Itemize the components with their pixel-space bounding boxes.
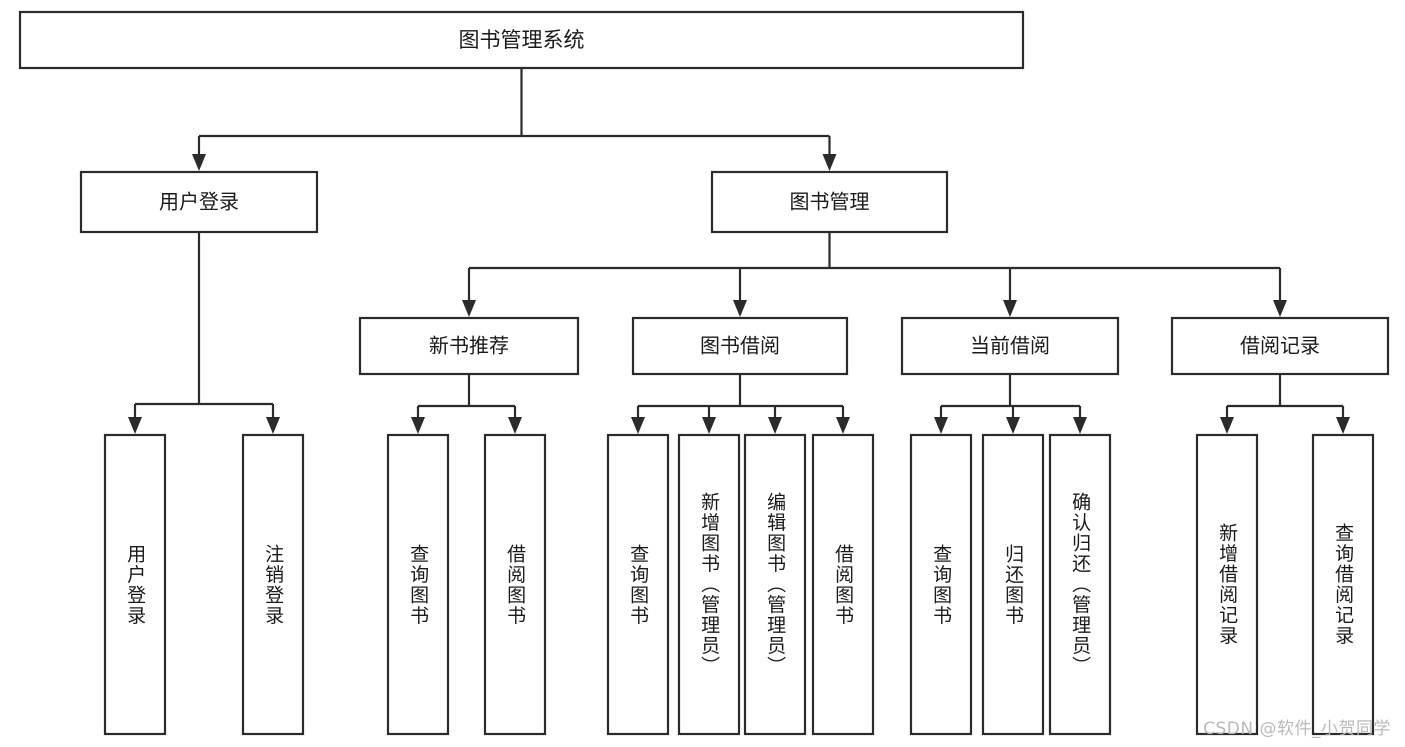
node-leaf-return-book-box[interactable] <box>981 433 1045 736</box>
arrow-head-icon <box>1273 300 1287 317</box>
node-book-management-label: 图书管理 <box>790 190 870 214</box>
arrow-head-icon <box>411 417 425 434</box>
node-leaf-user-login-box[interactable] <box>103 433 167 736</box>
arrow-head-icon <box>733 300 747 317</box>
node-leaf-query-record-box[interactable] <box>1311 433 1375 736</box>
node-current-borrow-label: 当前借阅 <box>970 334 1050 358</box>
arrow-head-icon <box>192 154 206 171</box>
node-new-book-recommend-label: 新书推荐 <box>429 334 509 358</box>
arrow-head-icon <box>836 417 850 434</box>
arrow-head-icon <box>822 154 837 171</box>
node-leaf-edit-book-admin-box[interactable] <box>743 433 807 736</box>
arrow-head-icon <box>508 417 522 434</box>
arrow-head-icon <box>702 417 716 434</box>
node-leaf-add-record-box[interactable] <box>1195 433 1259 736</box>
arrow-head-icon <box>1006 417 1020 434</box>
node-leaf-logout-box[interactable] <box>241 433 305 736</box>
node-leaf-borrow-book-2-box[interactable] <box>811 433 875 736</box>
arrow-head-icon <box>631 417 645 434</box>
node-leaf-query-book-2-box[interactable] <box>606 433 670 736</box>
node-book-borrow-label: 图书借阅 <box>700 334 780 358</box>
arrow-head-icon <box>1336 417 1350 434</box>
node-title-box[interactable] <box>18 10 1025 70</box>
node-book-management-box[interactable] <box>710 170 949 234</box>
node-borrow-record-label: 借阅记录 <box>1240 334 1320 358</box>
node-user-login-label: 用户登录 <box>159 190 239 214</box>
node-title-label: 图书管理系统 <box>459 28 585 52</box>
arrow-head-icon <box>1003 300 1017 317</box>
arrow-head-icon <box>768 417 782 434</box>
arrow-head-icon <box>128 417 142 434</box>
arrow-head-icon <box>1073 417 1087 434</box>
arrow-head-icon <box>266 417 280 434</box>
connector-layer <box>128 68 1350 434</box>
node-new-book-recommend-box[interactable] <box>358 316 580 376</box>
node-leaf-add-book-admin-box[interactable] <box>677 433 741 736</box>
node-user-login-box[interactable] <box>79 170 319 234</box>
arrow-head-icon <box>462 300 476 317</box>
arrow-head-icon <box>1220 417 1234 434</box>
node-leaf-borrow-book-1-box[interactable] <box>483 433 547 736</box>
watermark-text: CSDN @软件_小贺同学 <box>1203 719 1391 739</box>
node-leaf-query-book-3-box[interactable] <box>909 433 973 736</box>
node-leaf-query-book-1-box[interactable] <box>386 433 450 736</box>
arrow-head-icon <box>934 417 948 434</box>
node-leaf-confirm-return-box[interactable] <box>1048 433 1112 736</box>
node-borrow-record-box[interactable] <box>1170 316 1390 376</box>
node-current-borrow-box[interactable] <box>900 316 1120 376</box>
node-book-borrow-box[interactable] <box>631 316 849 376</box>
